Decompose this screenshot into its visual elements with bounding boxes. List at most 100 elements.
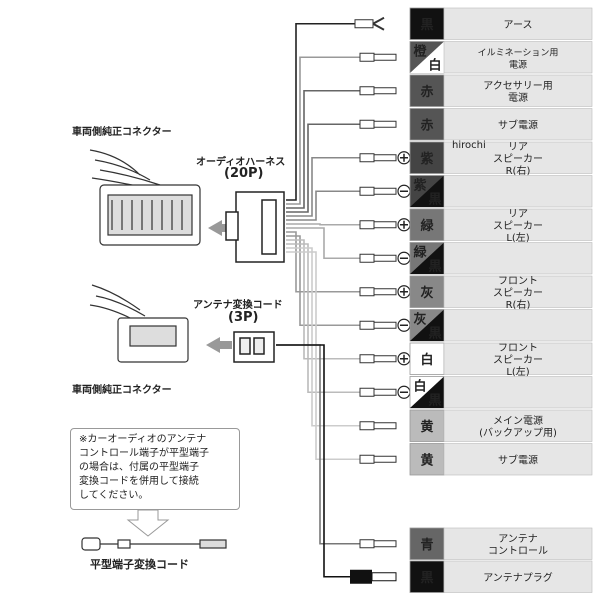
wire-description-cell: アンテナプラグ: [443, 560, 593, 593]
arrow-left-icon: [206, 337, 232, 353]
pin-terminal-icon: [359, 86, 397, 96]
wire-line: [286, 223, 360, 226]
wire-color-cell: 紫: [409, 141, 445, 174]
pin-terminal-icon: [359, 454, 397, 464]
harness-pins-label: (20P): [224, 166, 264, 181]
plus-sign-icon: [397, 151, 411, 165]
wire-description: アクセサリー用電源: [483, 80, 553, 104]
wire-description: アース: [504, 20, 533, 31]
wire-description-cell: [443, 376, 593, 409]
wire-line: [286, 89, 360, 209]
wire-color-cell: 緑黒: [409, 242, 445, 275]
wire-color-cell: 緑: [409, 208, 445, 241]
antenna-3p-connector: [233, 331, 275, 363]
wire-description-cell: メイン電源(バックアップ用): [443, 409, 593, 442]
pin-terminal-icon: [359, 287, 397, 297]
wire-color-label: 灰: [413, 311, 426, 327]
wire-color-label: 緑: [413, 244, 427, 260]
note-pointer-arrow: [126, 509, 170, 537]
vehicle-connector-label-bottom: 車両側純正コネクター: [72, 385, 172, 396]
harness-20p-connector: [225, 191, 285, 263]
vehicle-connector-20p-drawing: [89, 149, 201, 246]
note-box: ※カーオーディオのアンテナ コントロール端子が平型端子 の場合は、付属の平型端子…: [70, 428, 240, 510]
wire-description-cell: イルミネーション用電源: [443, 41, 593, 74]
wire-line: [286, 243, 360, 394]
watermark-text: hirochi: [452, 140, 486, 151]
wire-color-label: 黄: [420, 419, 433, 435]
wire-color-label: 灰: [420, 285, 433, 301]
wire-color-cell: 黒: [409, 7, 445, 40]
flat-cord-label: 平型端子変換コード: [90, 558, 189, 571]
wire-line: [286, 56, 360, 205]
wire-color-cell: 赤: [409, 108, 445, 141]
pin-terminal-icon: [359, 119, 397, 129]
wire-color-cell: 灰: [409, 275, 445, 308]
plus-sign-icon: [397, 352, 411, 366]
pin-terminal-icon: [359, 253, 397, 263]
wire-description-cell: アンテナコントロール: [443, 527, 593, 560]
wire-line: [286, 247, 360, 427]
pin-terminal-icon: [359, 320, 397, 330]
wire-description-cell: [443, 175, 593, 208]
wire-description-cell: [443, 242, 593, 275]
wire-description: サブ電源: [498, 453, 538, 466]
wire-description-cell: アース: [443, 7, 593, 40]
wire-color-label-2: 黒: [428, 258, 441, 274]
pin-terminal-icon: [359, 387, 397, 397]
flat-terminal-cord-drawing: [81, 537, 227, 551]
wire-color-label: 黄: [420, 452, 433, 468]
wire-line: [286, 123, 360, 213]
wire-color-cell: 黒: [409, 560, 445, 593]
minus-sign-icon: [397, 318, 411, 332]
wire-line: [276, 344, 360, 545]
wire-color-cell: 赤: [409, 74, 445, 107]
wire-color-label: 白: [413, 378, 426, 394]
vehicle-connector-label-top: 車両側純正コネクター: [72, 127, 172, 138]
antenna-adapter-label: アンテナ変換コード: [193, 300, 283, 311]
wire-color-cell: 青: [409, 527, 445, 560]
vehicle-connector-3p-drawing: [89, 284, 189, 363]
wire-color-label: 紫: [413, 177, 426, 193]
wire-description-cell: サブ電源: [443, 108, 593, 141]
wire-line: [286, 227, 360, 260]
pin-terminal-icon: [359, 220, 397, 230]
wire-line: [276, 344, 360, 578]
plus-sign-icon: [397, 285, 411, 299]
wire-color-label: 赤: [420, 84, 433, 100]
wire-color-cell: 黄: [409, 443, 445, 476]
harness-label: オーディオハーネス: [196, 157, 286, 168]
wire-color-label: 緑: [420, 218, 434, 234]
wire-color-label-2: 黒: [428, 325, 441, 341]
wire-description: アンテナプラグ: [483, 571, 553, 584]
wire-color-cell: 橙白: [409, 41, 445, 74]
wire-color-label: 橙: [413, 43, 427, 59]
wire-color-label: 赤: [420, 117, 433, 133]
wire-color-label: 紫: [420, 151, 433, 167]
minus-sign-icon: [397, 184, 411, 198]
minus-sign-icon: [397, 385, 411, 399]
terminals-layer: [350, 16, 411, 584]
wire-color-label: 白: [420, 352, 433, 368]
wire-description-cell: サブ電源: [443, 443, 593, 476]
wire-color-cell: 灰黒: [409, 309, 445, 342]
wire-line: [286, 190, 360, 221]
pin-terminal-icon: [359, 52, 397, 62]
wire-color-cell: 紫黒: [409, 175, 445, 208]
wire-line: [286, 235, 360, 327]
antenna-plug-icon: [350, 569, 397, 584]
wire-color-label-2: 黒: [428, 392, 441, 408]
wire-color-cell: 黄: [409, 409, 445, 442]
wires-layer: [276, 22, 360, 578]
antenna-pins-label: (3P): [228, 310, 259, 325]
wire-description-cell: [443, 309, 593, 342]
wire-color-label: 黒: [420, 570, 433, 586]
pin-terminal-icon: [359, 421, 397, 431]
